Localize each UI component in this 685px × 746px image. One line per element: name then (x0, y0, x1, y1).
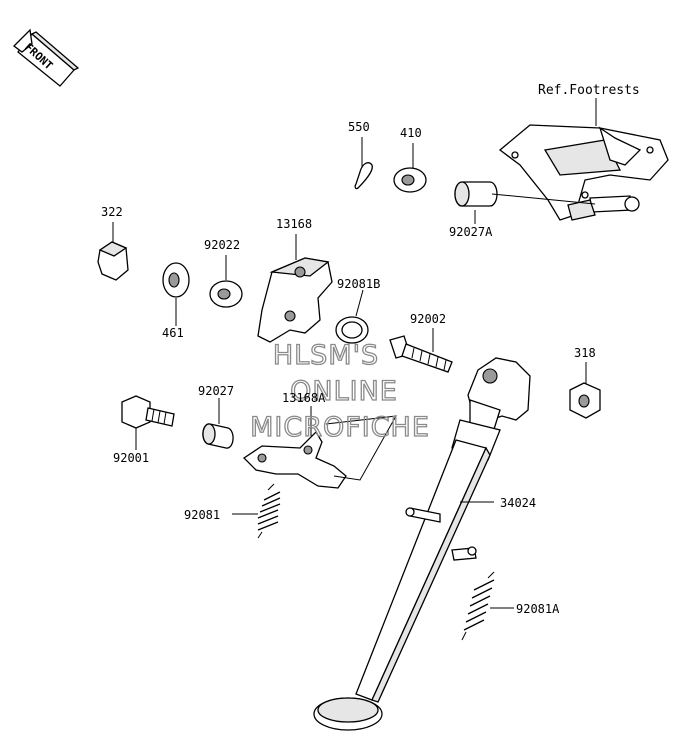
clip-92081B (335, 316, 369, 344)
assembly-lines (325, 193, 596, 481)
front-arrow-badge: FRONT (13, 28, 80, 87)
part-label-92001: 92001 (113, 451, 149, 465)
plate-13168 (257, 257, 333, 343)
cotter-pin-550 (354, 162, 373, 190)
washer-92022 (209, 280, 243, 308)
leader-lines (112, 98, 597, 609)
footrest-bracket (498, 124, 669, 221)
plate-13168A (242, 430, 347, 489)
side-stand-34024 (313, 357, 531, 731)
part-label-92081B: 92081B (337, 277, 380, 291)
part-label-13168A: 13168A (282, 391, 326, 405)
spring-92081 (257, 483, 281, 539)
part-labels: Ref.Footrests 550 410 92027A 322 92022 1… (101, 83, 640, 616)
collar-92027A (454, 181, 498, 207)
bolt-92001 (121, 395, 175, 429)
bolt-92002 (389, 335, 453, 373)
part-label-13168: 13168 (276, 217, 312, 231)
watermark-line-3: MICROFICHE (250, 412, 430, 443)
ref-footrests-label: Ref.Footrests (538, 83, 640, 98)
part-label-322: 322 (101, 205, 123, 219)
part-label-92022: 92022 (204, 238, 240, 252)
part-label-34024: 34024 (500, 496, 536, 510)
part-label-92027A: 92027A (449, 225, 493, 239)
part-label-550: 550 (348, 120, 370, 134)
spring-92081A (461, 571, 495, 641)
watermark-line-1: HLSM'S (273, 340, 379, 371)
acorn-nut-322 (97, 241, 129, 281)
part-label-92027: 92027 (198, 384, 234, 398)
part-label-92081: 92081 (184, 508, 220, 522)
part-label-318: 318 (574, 346, 596, 360)
part-label-461: 461 (162, 326, 184, 340)
part-label-92081A: 92081A (516, 602, 560, 616)
watermark: HLSM'S ONLINE MICROFICHE (249, 339, 430, 443)
washer-461 (162, 262, 190, 298)
washer-410 (393, 167, 427, 193)
collar-92027 (202, 423, 234, 449)
part-label-410: 410 (400, 126, 422, 140)
watermark-line-2: ONLINE (290, 376, 398, 407)
nut-318 (569, 382, 601, 419)
part-label-92002: 92002 (410, 312, 446, 326)
